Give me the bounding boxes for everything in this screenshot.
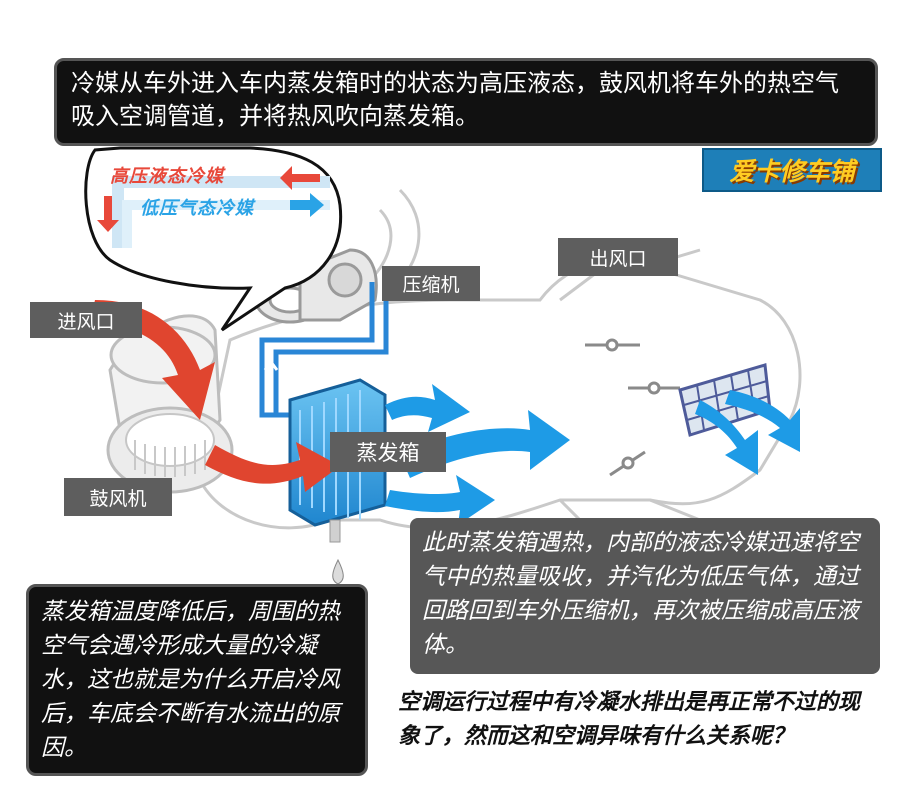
label-compressor: 压缩机 xyxy=(382,266,480,301)
label-outlet: 出风口 xyxy=(558,238,678,276)
header-text: 冷媒从车外进入车内蒸发箱时的状态为高压液态，鼓风机将车外的热空气吸入空调管道，并… xyxy=(71,69,839,130)
condensation-note: 蒸发箱温度降低后，周围的热空气会遇冷形成大量的冷凝水，这也就是为什么开启冷风后，… xyxy=(26,584,368,776)
condensation-text: 蒸发箱温度降低后，周围的热空气会遇冷形成大量的冷凝水，这也就是为什么开启冷风后，… xyxy=(41,599,340,761)
evaporator-heat-text: 此时蒸发箱遇热，内部的液态冷媒迅速将空气中的热量吸收，并汽化为低压气体，通过回路… xyxy=(422,530,859,658)
label-inlet: 进风口 xyxy=(30,302,142,338)
header-box: 冷媒从车外进入车内蒸发箱时的状态为高压液态，鼓风机将车外的热空气吸入空调管道，并… xyxy=(54,58,878,146)
legend-low-label: 低压气态冷媒 xyxy=(140,198,254,219)
dampers xyxy=(585,338,680,477)
water-drop-icon xyxy=(332,558,344,585)
logo: 爱卡修车铺 xyxy=(702,148,882,192)
logo-text: 爱卡修车铺 xyxy=(729,157,855,186)
refrigerant-pipes xyxy=(259,282,389,418)
legend-high-arrow xyxy=(97,166,320,232)
legend-low-arrow xyxy=(290,193,324,217)
legend-high-label: 高压液态冷媒 xyxy=(110,166,224,187)
question-text: 空调运行过程中有冷凝水排出是再正常不过的现象了，然而这和空调异味有什么关系呢？ xyxy=(398,690,861,749)
evaporator-heat-note: 此时蒸发箱遇热，内部的液态冷媒迅速将空气中的热量吸收，并汽化为低压气体，通过回路… xyxy=(410,518,880,674)
up-arrow-icon xyxy=(263,359,279,375)
blower-wheel xyxy=(106,406,234,494)
label-blower: 鼓风机 xyxy=(64,478,172,516)
hot-air-arrows xyxy=(90,300,340,492)
label-evaporator: 蒸发箱 xyxy=(330,432,446,472)
cool-air-arrows xyxy=(385,384,800,525)
